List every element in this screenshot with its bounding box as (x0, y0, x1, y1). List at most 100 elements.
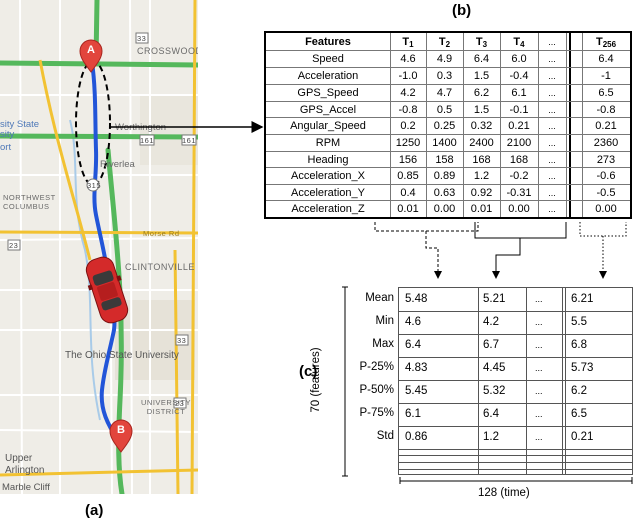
feature-value-cell: 1.5 (473, 104, 490, 116)
stat-value-cell: 4.45 (483, 362, 506, 374)
stat-value-cell: ... (535, 432, 543, 442)
stat-label: P-75% (359, 407, 394, 419)
feature-value-cell: 1250 (395, 137, 421, 149)
route-sign-161-east: 161 (182, 136, 197, 145)
stat-value-cell: 6.1 (405, 408, 421, 420)
feature-name: Acceleration_X (291, 170, 365, 182)
feature-name: GPS_Accel (299, 104, 357, 116)
y-axis-label: 70 (features) (310, 347, 322, 413)
stat-value-cell: 5.73 (571, 362, 594, 374)
feature-name: Heading (307, 154, 349, 166)
feature-value-cell: 6.0 (511, 53, 527, 65)
stat-value-cell: 6.21 (571, 293, 594, 305)
route-sign-161-west: 161 (140, 136, 155, 145)
place-northwest-columbus: NORTHWEST COLUMBUS (3, 193, 56, 211)
route-map: 33 23 33 23 161 161 315 CROSSWOODS Worth… (0, 0, 198, 494)
feature-value-cell: 6.5 (598, 87, 614, 99)
stat-value-cell: ... (535, 294, 543, 304)
time-header-t256: T256 (595, 36, 617, 49)
feature-name: Speed (312, 53, 344, 65)
place-state-university-fragment: sity State sity (0, 119, 40, 140)
feature-value-cell: ... (548, 121, 556, 131)
feature-value-cell: -0.1 (509, 104, 529, 116)
feature-value-cell: -0.6 (596, 170, 616, 182)
feature-value-cell: 0.2 (400, 120, 416, 132)
stat-value-cell: ... (535, 409, 543, 419)
feature-value-cell: -0.2 (509, 170, 529, 182)
panel-label-a: (a) (85, 502, 104, 519)
stat-value-cell: 4.83 (405, 362, 428, 374)
route-sign-315: 315 (87, 181, 102, 190)
car-icon (85, 256, 129, 324)
feature-value-cell: ... (548, 155, 556, 165)
stat-value-cell: ... (535, 363, 543, 373)
features-header: Features (305, 36, 351, 48)
feature-value-cell: 0.92 (470, 187, 493, 199)
feature-name: Angular_Speed (290, 120, 366, 132)
feature-value-cell: -1.0 (398, 70, 418, 82)
panel-label-b: (b) (452, 2, 472, 19)
stat-label: Max (372, 338, 394, 350)
panel-label-c: (c) (299, 363, 318, 380)
feature-value-cell: 2360 (593, 137, 619, 149)
feature-value-cell: 0.5 (436, 104, 453, 116)
stat-value-cell: 6.2 (571, 385, 587, 397)
stat-label: Mean (365, 292, 394, 304)
feature-value-cell: 0.4 (400, 187, 416, 199)
feature-value-cell: 6.4 (598, 53, 614, 65)
stat-value-cell: ... (535, 317, 543, 327)
feature-value-cell: ... (548, 88, 556, 98)
feature-value-cell: 4.6 (400, 53, 416, 65)
feature-value-cell: ... (548, 54, 556, 64)
time-header-t1: T1 (402, 36, 414, 49)
stat-value-cell: 4.2 (483, 316, 499, 328)
stat-value-cell: ... (535, 340, 543, 350)
place-airport-fragment: ort (0, 142, 12, 153)
feature-value-cell: 0.63 (433, 187, 456, 199)
feature-value-cell: 0.21 (595, 120, 617, 132)
feature-value-cell: 0.00 (595, 203, 617, 215)
marker-b-icon (109, 419, 133, 453)
feature-value-cell: -1 (601, 70, 611, 82)
time-header-t2: T2 (438, 36, 451, 49)
feature-value-cell: 0.01 (397, 203, 419, 215)
stat-value-cell: 0.21 (571, 431, 594, 443)
stat-value-cell: 6.7 (483, 339, 499, 351)
feature-value-cell: 158 (435, 154, 454, 166)
stat-value-cell: 1.2 (483, 431, 499, 443)
feature-value-cell: -0.8 (398, 104, 418, 116)
place-riverlea: Riverlea (100, 159, 135, 170)
route-sign-33-north: 33 (137, 34, 147, 43)
stat-value-cell: 5.5 (571, 316, 587, 328)
place-morse-rd: Morse Rd (143, 229, 180, 238)
stat-value-cell: 6.8 (571, 339, 587, 351)
feature-value-cell: ... (548, 138, 556, 148)
feature-value-cell: 0.32 (470, 120, 493, 132)
feature-value-cell: 1400 (432, 137, 457, 149)
feature-value-cell: -0.5 (596, 187, 616, 199)
stat-label: Std (376, 430, 394, 442)
feature-value-cell: ... (548, 71, 556, 81)
feature-value-cell: 0.01 (470, 203, 493, 215)
feature-value-cell: 1.2 (473, 170, 490, 182)
feature-value-cell: ... (548, 105, 556, 115)
stat-value-cell: ... (535, 386, 543, 396)
feature-value-cell: ... (548, 188, 556, 198)
place-crosswoods: CROSSWOODS (137, 46, 198, 56)
feature-value-cell: 0.89 (433, 170, 456, 182)
feature-name: Acceleration (297, 70, 359, 82)
feature-value-cell: 0.21 (508, 120, 530, 132)
stat-value-cell: 5.32 (483, 385, 506, 397)
feature-value-cell: 4.9 (436, 53, 453, 65)
stat-label: P-25% (359, 361, 394, 373)
feature-name: GPS_Speed (297, 87, 359, 99)
marker-a-icon (79, 39, 103, 73)
feature-value-cell: 6.4 (473, 53, 490, 65)
feature-value-cell: 0.00 (433, 203, 456, 215)
route-sign-23-south: 23 (175, 399, 185, 408)
stat-value-cell: 6.4 (405, 339, 421, 351)
feature-value-cell: 0.25 (433, 120, 456, 132)
stat-value-cell: 6.5 (571, 408, 587, 420)
